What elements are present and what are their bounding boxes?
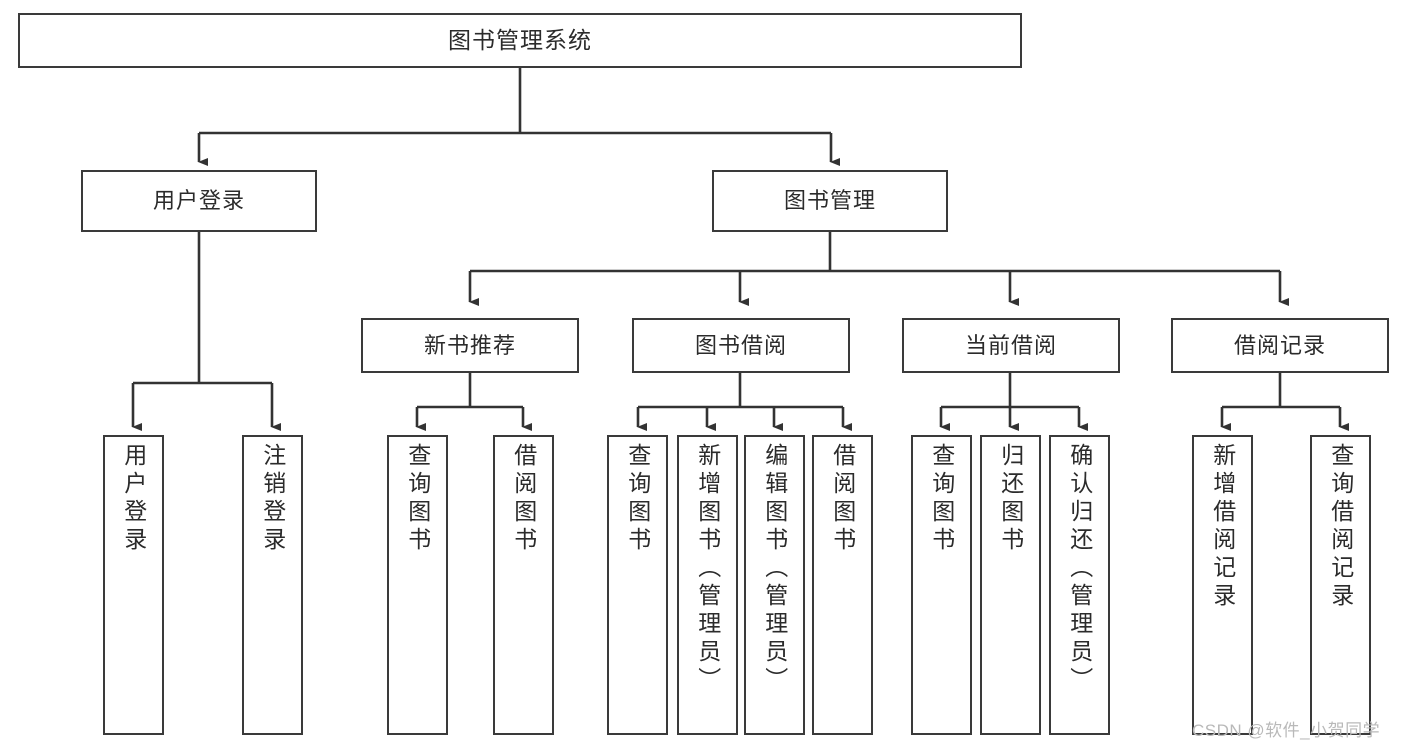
- leaf-user-login-login[interactable]: 用户登录: [103, 435, 164, 735]
- node-current-borrow[interactable]: 当前借阅: [902, 318, 1120, 373]
- node-user-login[interactable]: 用户登录: [81, 170, 317, 232]
- node-label: 编辑图书（管理员）: [761, 443, 788, 695]
- leaf-current-query-book[interactable]: 查询图书: [911, 435, 972, 735]
- leaf-borrow-add-book-admin[interactable]: 新增图书（管理员）: [677, 435, 738, 735]
- node-label: 归还图书: [997, 443, 1024, 555]
- node-label: 查询图书: [928, 443, 955, 555]
- node-label: 新增图书（管理员）: [694, 443, 721, 695]
- leaf-recommend-borrow-book[interactable]: 借阅图书: [493, 435, 554, 735]
- node-label: 确认归还（管理员）: [1066, 443, 1093, 695]
- node-book-management[interactable]: 图书管理: [712, 170, 948, 232]
- node-label: 新增借阅记录: [1209, 443, 1236, 611]
- node-label: 图书借阅: [694, 332, 787, 358]
- node-label: 图书管理: [783, 188, 876, 214]
- leaf-current-confirm-return-admin[interactable]: 确认归还（管理员）: [1049, 435, 1110, 735]
- node-label: 借阅记录: [1233, 332, 1326, 358]
- node-label: 当前借阅: [964, 332, 1057, 358]
- node-label: 用户登录: [152, 188, 245, 214]
- leaf-record-add-record[interactable]: 新增借阅记录: [1192, 435, 1253, 735]
- node-label: 新书推荐: [423, 332, 516, 358]
- node-label: 查询借阅记录: [1327, 443, 1354, 611]
- node-label: 注销登录: [259, 443, 286, 555]
- node-label: 借阅图书: [829, 443, 856, 555]
- leaf-current-return-book[interactable]: 归还图书: [980, 435, 1041, 735]
- leaf-borrow-edit-book-admin[interactable]: 编辑图书（管理员）: [744, 435, 805, 735]
- node-label: 查询图书: [624, 443, 651, 555]
- node-label: 查询图书: [404, 443, 431, 555]
- node-book-borrow[interactable]: 图书借阅: [632, 318, 850, 373]
- node-root-book-management-system[interactable]: 图书管理系统: [18, 13, 1022, 68]
- leaf-recommend-query-book[interactable]: 查询图书: [387, 435, 448, 735]
- node-new-book-recommend[interactable]: 新书推荐: [361, 318, 579, 373]
- leaf-record-query-record[interactable]: 查询借阅记录: [1310, 435, 1371, 735]
- node-borrow-record[interactable]: 借阅记录: [1171, 318, 1389, 373]
- node-label: 用户登录: [120, 443, 147, 555]
- csdn-watermark: CSDN @软件_小贺同学: [1192, 721, 1381, 740]
- node-label: 图书管理系统: [448, 27, 592, 54]
- leaf-borrow-borrow-book[interactable]: 借阅图书: [812, 435, 873, 735]
- node-label: 借阅图书: [510, 443, 537, 555]
- leaf-user-login-logout[interactable]: 注销登录: [242, 435, 303, 735]
- leaf-borrow-query-book[interactable]: 查询图书: [607, 435, 668, 735]
